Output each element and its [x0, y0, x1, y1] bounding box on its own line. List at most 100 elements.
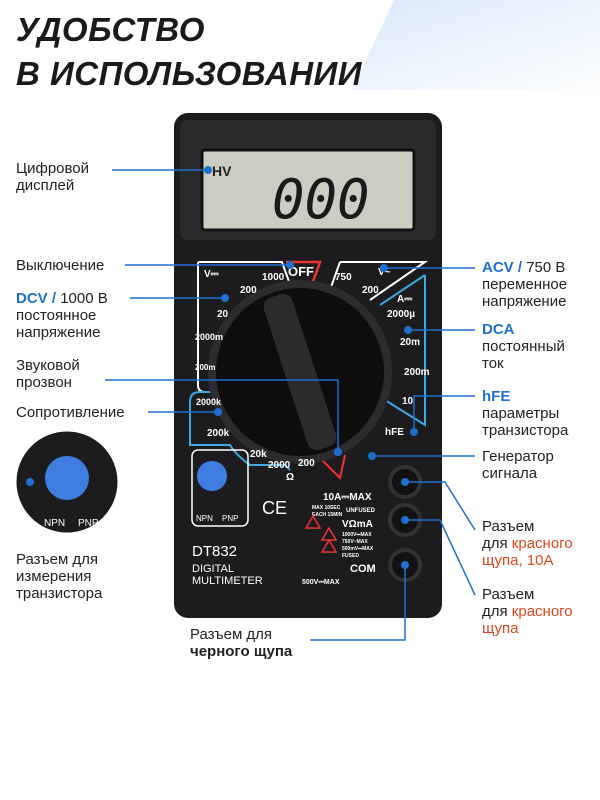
label-text: Генератор [482, 448, 554, 465]
label-text: DCA [482, 321, 515, 338]
label-off: Выключение [16, 257, 105, 274]
lcd-mode: HV [212, 163, 232, 179]
label-text: Разъем для [190, 626, 273, 643]
label-text: для красного [482, 603, 573, 620]
jack-max10: MAX 10SEC [312, 505, 341, 511]
dial-v750: 750 [335, 272, 352, 283]
label-text: 1000 В [60, 290, 108, 307]
jack-limit-3: 500mV⎓MAX [342, 546, 374, 552]
lcd-value: 000 [272, 168, 370, 231]
label-text: транзистора [482, 422, 569, 439]
socket-npn: NPN [196, 514, 213, 523]
dial-vac: V~ [378, 267, 391, 278]
title-line-2: В ИСПОЛЬЗОВАНИИ [16, 55, 363, 92]
dial-r2000: 2000 [268, 460, 291, 471]
label-text: / [47, 290, 61, 307]
label-text: параметры [482, 405, 560, 422]
jack-vma-label: VΩmA [342, 519, 373, 530]
label-text: постоянное [16, 307, 97, 324]
label-text: красного [511, 535, 573, 552]
dial-vac200: 200 [362, 285, 379, 296]
dial-a20m: 20m [400, 337, 420, 348]
dial-v2000m: 2000m [195, 332, 223, 342]
jack-each15: EACH 15MIN [312, 512, 343, 518]
jack-10a-label: 10A⎓MAX [323, 492, 372, 503]
dial-v20: 20 [217, 309, 229, 320]
dial-r200: 200 [298, 458, 315, 469]
label-text: Цифровой [16, 160, 90, 177]
jack-limit-2: 750V~MAX [342, 539, 368, 545]
label-text: дисплей [16, 177, 75, 194]
title-line-1: УДОБСТВО [16, 11, 205, 48]
dial-r20k: 20k [250, 449, 267, 460]
dial-a10: 10 [402, 396, 414, 407]
jack-fused: FUSED [342, 553, 359, 559]
label-text: ток [482, 355, 504, 372]
transistor-socket [197, 461, 227, 491]
label-text: прозвон [16, 374, 72, 391]
dial-ohm: Ω [286, 472, 294, 483]
dial-v200: 200 [240, 285, 257, 296]
dial-off: OFF [288, 264, 314, 279]
jack-com-label: COM [350, 563, 376, 575]
device-name-1: DIGITAL [192, 563, 234, 575]
label-text: Звуковой [16, 357, 80, 374]
label-text: 750 В [526, 259, 566, 276]
warning-icon [304, 514, 338, 553]
dial-vdc: V⎓ [204, 269, 219, 280]
label-text: измерения [16, 568, 92, 585]
callout-dots [26, 166, 418, 569]
model-name: DT832 [192, 543, 237, 560]
lcd-screen [200, 148, 416, 232]
label-text: красного [511, 603, 573, 620]
label-text: / [513, 259, 527, 276]
adc-outline [379, 274, 426, 427]
socket-inset-zoom [45, 456, 89, 500]
label-text: сигнала [482, 465, 538, 482]
label-text: DCV [16, 290, 48, 307]
label-text: постоянный [482, 338, 565, 355]
label-text: Разъем [482, 586, 535, 603]
device-name-2: MULTIMETER [192, 575, 263, 587]
label-text: напряжение [482, 293, 567, 310]
label-text: для красного [482, 535, 573, 552]
jack-unfused: UNFUSED [346, 508, 376, 514]
label-text: для [482, 535, 512, 552]
jack-limit-1: 1000V⎓MAX [342, 532, 372, 538]
socket-outline [191, 449, 249, 527]
page-title: УДОБСТВО В ИСПОЛЬЗОВАНИИ [16, 8, 362, 96]
jack-gnd-label: 500V⎓MAX [302, 579, 340, 586]
dial-r2000k: 2000k [196, 397, 222, 407]
label-text: Разъем для [16, 551, 99, 568]
label-text: переменное [482, 276, 568, 293]
label-text: для [482, 603, 512, 620]
callout-lines [105, 169, 476, 641]
label-text: транзистора [16, 585, 103, 602]
ohm-outline [189, 391, 291, 471]
dial-pointer [263, 293, 337, 451]
diode-outline [321, 454, 346, 481]
off-outline [286, 260, 322, 291]
dial-r200k: 200k [207, 428, 230, 439]
label-text: ACV [482, 259, 514, 276]
label-text: щупа, 10А [482, 552, 554, 569]
dial-v200m: 200m [195, 363, 215, 372]
label-text: черного щупа [190, 643, 293, 660]
label-text: напряжение [16, 324, 101, 341]
dial-a2000u: 2000µ [387, 309, 415, 320]
vac-outline [329, 261, 429, 301]
inset-pnp: PNP [78, 518, 99, 529]
socket-pnp: PNP [222, 514, 238, 523]
dial-adc: A⎓ [397, 294, 412, 305]
dial-v1000: 1000 [262, 272, 285, 283]
